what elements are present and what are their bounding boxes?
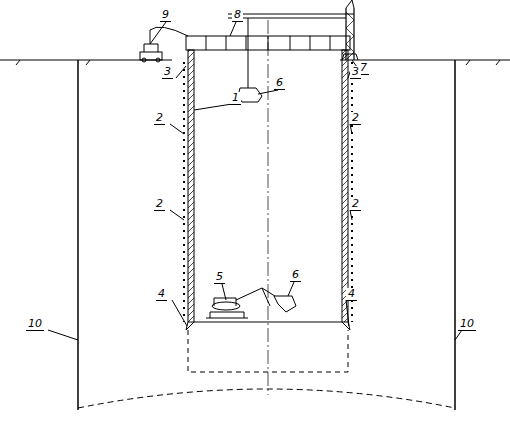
callout-number: 5: [214, 271, 225, 284]
callout-number: 10: [26, 318, 44, 331]
callout-number: 2: [350, 112, 361, 125]
callout-number: 4: [156, 288, 167, 301]
callout-number: 2: [154, 112, 165, 125]
callout-number: 6: [290, 269, 301, 282]
callout-number: 9: [160, 9, 171, 22]
callout-number: 4: [346, 288, 357, 301]
callout-number: 8: [232, 9, 243, 22]
callout-number: 3: [162, 66, 173, 79]
callout-number: 2: [350, 198, 361, 211]
callout-number: 2: [154, 198, 165, 211]
callout-number: 3: [350, 66, 361, 79]
callout-number: 1: [230, 92, 241, 105]
callout-number: 6: [274, 77, 285, 90]
callout-number: 10: [458, 318, 476, 331]
